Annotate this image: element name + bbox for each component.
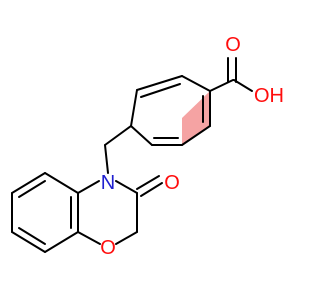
atom-oh-acid: OH	[254, 85, 284, 107]
bond-ar-1	[181, 75, 211, 92]
ring-highlight	[182, 91, 210, 145]
oxazinone-ring	[77, 175, 163, 245]
atom-o-ring: O	[100, 237, 116, 259]
bond-bz-5-inner	[18, 227, 46, 245]
bond-ar-2	[136, 75, 183, 91]
bond-ar-3	[130, 89, 138, 127]
bond-ch2-ring	[104, 125, 132, 146]
bond-c-cooh	[209, 79, 234, 92]
bond-bz-2	[44, 172, 79, 194]
bond-bz-6	[44, 231, 79, 253]
bond-n-co	[115, 180, 138, 194]
bond-bz-5	[11, 231, 46, 253]
atom-o-lactam-carbonyl: O	[164, 172, 180, 194]
atom-n-ring: N	[101, 172, 115, 194]
bond-o-ar	[77, 231, 101, 245]
bond-bz-3	[11, 172, 46, 194]
bond-ch2-n	[104, 144, 109, 174]
bond-ar-4	[130, 125, 153, 146]
bond-bz-3-inner	[18, 180, 46, 198]
fused-benzene-ring	[11, 172, 79, 253]
bond-c-o-lactam-a	[136, 175, 160, 190]
atom-o-acid-carbonyl: O	[225, 34, 241, 56]
bond-ar-6	[181, 125, 211, 146]
bond-n-ar	[77, 180, 100, 194]
molecule-structure: O OH N O O	[11, 34, 284, 259]
bond-c-oh	[233, 79, 253, 92]
bond-ar-2-inner	[140, 83, 181, 98]
bond-ch2-o	[115, 231, 138, 245]
carboxyl-group	[209, 57, 253, 92]
bond-c-o-lactam-b	[140, 182, 163, 197]
benzoic-ring	[130, 75, 211, 146]
